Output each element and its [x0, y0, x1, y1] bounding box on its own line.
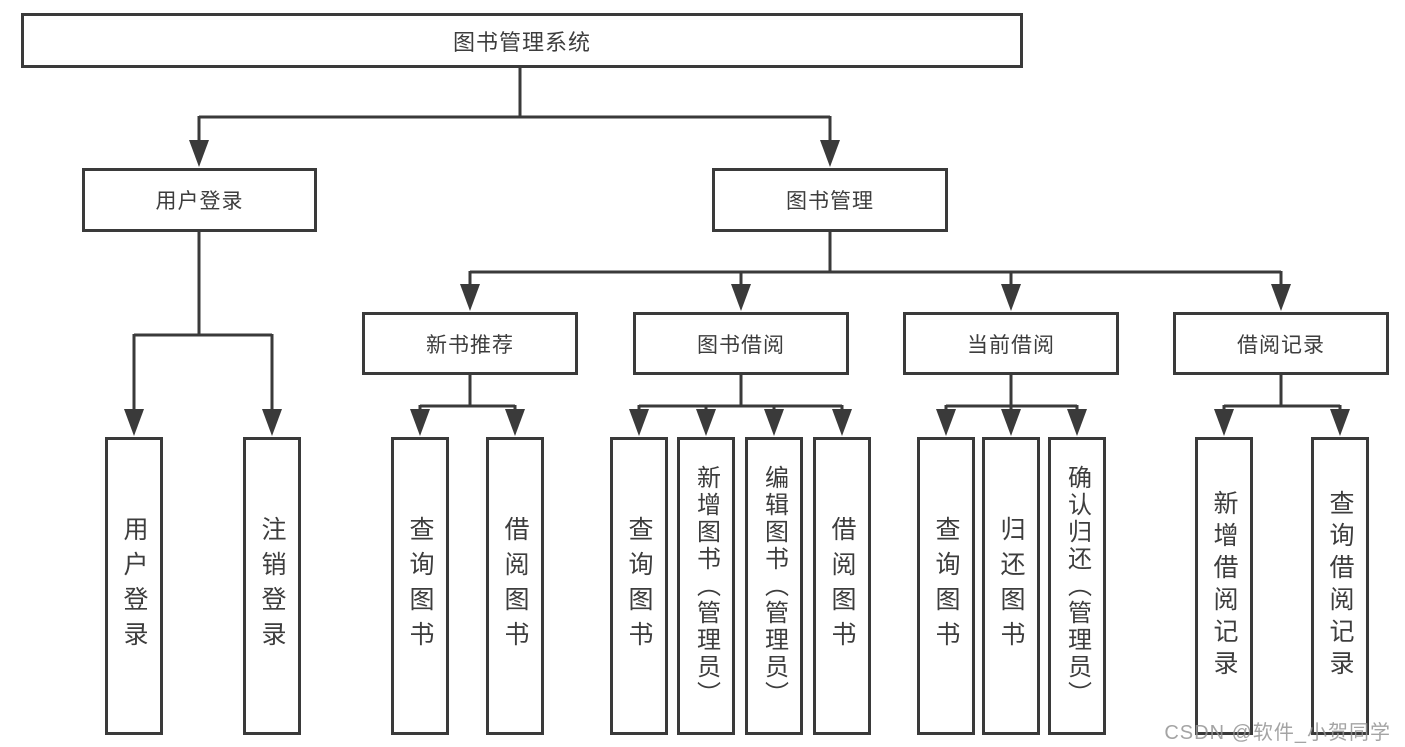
leaf-return-book-label: 归还图书 [997, 516, 1025, 656]
leaf-add-book-admin: 新增图书（管理员） [677, 437, 735, 735]
leaf-query-books-3: 查询图书 [917, 437, 975, 735]
leaf-borrow-books-1-label: 借阅图书 [501, 516, 529, 656]
node-borrow-records: 借阅记录 [1173, 312, 1389, 375]
node-root-label: 图书管理系统 [452, 29, 591, 55]
node-book-borrow-label: 图书借阅 [697, 333, 785, 357]
leaf-add-borrow-record-label: 新增借阅记录 [1210, 490, 1238, 682]
leaf-query-books-1: 查询图书 [391, 437, 449, 735]
leaf-return-book: 归还图书 [982, 437, 1040, 735]
node-user-login-label: 用户登录 [155, 190, 244, 213]
leaf-logout: 注销登录 [243, 437, 301, 735]
node-book-management: 图书管理 [712, 168, 948, 232]
leaf-confirm-return-admin-label: 确认归还（管理员） [1063, 464, 1091, 708]
leaf-borrow-books-2-label: 借阅图书 [828, 516, 856, 656]
csdn-watermark: CSDN @软件_小贺同学 [1164, 722, 1391, 744]
node-root: 图书管理系统 [21, 13, 1023, 68]
leaf-user-login-label: 用户登录 [120, 516, 148, 656]
node-current-borrow: 当前借阅 [903, 312, 1119, 375]
node-book-management-label: 图书管理 [786, 190, 874, 213]
leaf-borrow-books-1: 借阅图书 [486, 437, 544, 735]
arrowheads [124, 140, 1350, 436]
leaf-query-books-2-label: 查询图书 [625, 516, 653, 656]
leaf-logout-label: 注销登录 [258, 516, 286, 656]
leaf-query-books-1-label: 查询图书 [406, 516, 434, 656]
node-new-book-recommend: 新书推荐 [362, 312, 578, 375]
leaf-confirm-return-admin: 确认归还（管理员） [1048, 437, 1106, 735]
leaf-query-borrow-record: 查询借阅记录 [1311, 437, 1369, 735]
node-borrow-records-label: 借阅记录 [1237, 333, 1325, 357]
leaf-query-books-3-label: 查询图书 [932, 516, 960, 656]
node-book-borrow: 图书借阅 [633, 312, 849, 375]
leaf-borrow-books-2: 借阅图书 [813, 437, 871, 735]
node-new-book-recommend-label: 新书推荐 [426, 333, 514, 357]
leaf-add-book-admin-label: 新增图书（管理员） [692, 464, 720, 708]
leaf-query-borrow-record-label: 查询借阅记录 [1326, 490, 1354, 682]
leaf-edit-book-admin: 编辑图书（管理员） [745, 437, 803, 735]
leaf-user-login: 用户登录 [105, 437, 163, 735]
leaf-edit-book-admin-label: 编辑图书（管理员） [760, 464, 788, 708]
node-user-login: 用户登录 [82, 168, 317, 232]
leaf-query-books-2: 查询图书 [610, 437, 668, 735]
leaf-add-borrow-record: 新增借阅记录 [1195, 437, 1253, 735]
node-current-borrow-label: 当前借阅 [967, 333, 1055, 357]
